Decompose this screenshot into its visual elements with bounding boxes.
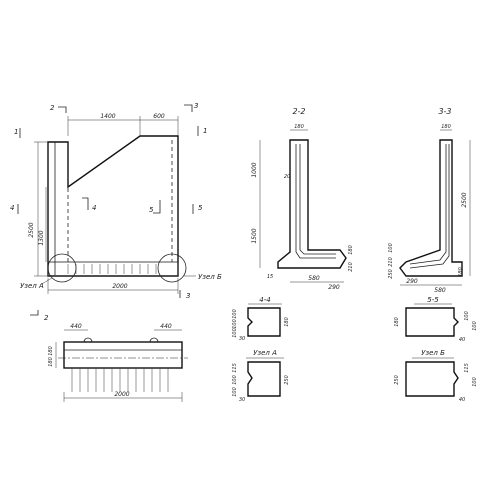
node-a-d3: 100 — [232, 375, 238, 385]
sec44-d5: 30 — [239, 336, 245, 342]
node-b-title: Узел Б — [421, 349, 445, 357]
node-b-outline — [405, 361, 459, 397]
section-3-3: 3-3 180 2500 100 210 250 180 290 580 — [388, 107, 471, 294]
plan-dim-h1: 180 — [48, 346, 54, 356]
sec22-d-bot1: 180 — [348, 245, 354, 255]
front-view: 1400 600 2500 1300 2000 2 3 1 1 4 4 5 5 … — [10, 102, 222, 300]
plan-dim-right: 440 — [160, 323, 172, 330]
cut-label-3-bottom: 3 — [186, 292, 190, 300]
sec33-d-top: 180 — [441, 124, 451, 130]
sec22-d-l: 580 — [308, 275, 320, 282]
dim-bottom: 2000 — [112, 283, 127, 290]
plan-outline — [63, 341, 183, 369]
sec44-d1: 180 — [284, 317, 290, 327]
dim-top-right: 600 — [153, 113, 165, 120]
dim-top-left: 1400 — [100, 113, 115, 120]
section-2-2: 2-2 180 1000 20 1500 180 210 15 580 290 — [251, 107, 354, 291]
plan-view: 2 440 440 180 180 2000 — [30, 310, 188, 402]
cut-label-2: 2 — [50, 104, 55, 112]
sec33-d-l: 290 — [406, 278, 418, 285]
sec33-title: 3-3 — [438, 107, 451, 116]
section-4-4: 4-4 180 100 100 100 30 — [232, 296, 290, 342]
plan-loop-right — [149, 337, 159, 343]
node-b-d4: 40 — [459, 397, 465, 403]
sec22-d-h1: 1000 — [251, 162, 258, 177]
section-5-5: 5-5 180 100 100 40 — [394, 296, 478, 343]
node-a-d2: 115 — [232, 363, 238, 373]
cut-label-1-left: 1 — [14, 128, 18, 136]
sec22-outline — [277, 139, 347, 269]
sec33-rebar — [409, 144, 447, 265]
node-a-d1: 250 — [284, 375, 290, 385]
node-a-title: Узел А — [253, 349, 277, 357]
node-b-circle — [157, 253, 187, 283]
sec44-outline — [247, 307, 281, 337]
cut-label-3: 3 — [194, 102, 198, 110]
sec22-d-small: 20 — [284, 174, 290, 180]
sec33-rebar-2 — [409, 144, 450, 269]
node-a-d5: 30 — [239, 397, 245, 403]
sec44-d4: 100 — [232, 328, 238, 338]
sec55-d1: 180 — [394, 317, 400, 327]
sec33-d-c: 250 — [388, 269, 394, 279]
node-a-circle — [47, 253, 77, 283]
plan-dim-bottom: 2000 — [114, 391, 129, 398]
dim-height: 2500 — [28, 222, 35, 237]
plan-loop-left — [83, 337, 93, 343]
sec55-outline — [405, 307, 459, 337]
node-b-d1: 250 — [394, 375, 400, 385]
node-a-leader — [39, 277, 53, 286]
sec33-d-d: 180 — [458, 267, 464, 277]
sec55-title: 5-5 — [427, 296, 439, 304]
sec33-d-h: 2500 — [461, 192, 468, 207]
cut-label-1-right: 1 — [203, 127, 207, 135]
node-b-label: Узел Б — [198, 273, 222, 281]
plan-cut-label: 2 — [44, 314, 49, 322]
dim-height-inner: 1300 — [38, 230, 45, 245]
plan-bars — [71, 368, 169, 392]
sec22-d-r: 290 — [328, 284, 340, 291]
sec33-d-b: 210 — [388, 257, 394, 267]
cut-mark-3 — [184, 104, 193, 112]
plan-dim-h2: 180 — [48, 357, 54, 367]
sec22-d-h2: 1500 — [251, 228, 258, 243]
sec33-d-r: 580 — [434, 287, 446, 294]
sec33-outline — [399, 139, 463, 277]
cut-mark-5-left — [153, 200, 161, 214]
sec22-rebar — [295, 144, 336, 259]
sec55-d3: 100 — [472, 321, 478, 331]
sec44-d3: 100 — [232, 319, 238, 329]
node-a-label: Узел А — [20, 282, 44, 290]
sec22-d-bot2: 210 — [348, 262, 354, 272]
cut-label-5-right: 5 — [198, 204, 203, 212]
sec55-d4: 40 — [459, 337, 465, 343]
node-b-d3: 100 — [472, 377, 478, 387]
sec22-d-top: 180 — [294, 124, 304, 130]
base-ribs — [67, 264, 157, 274]
cut-label-5-left: 5 — [149, 206, 154, 214]
node-a-detail: Узел А 250 115 100 100 30 — [232, 349, 290, 403]
node-a-outline — [247, 361, 281, 397]
sec44-d2: 100 — [232, 309, 238, 319]
sec22-rebar-2 — [299, 144, 336, 255]
cut-mark-2 — [58, 106, 67, 113]
sec22-d-15: 15 — [267, 274, 273, 280]
cut-mark-4-right — [82, 197, 89, 210]
cut-label-4-left: 4 — [10, 204, 14, 212]
cut-label-4-right: 4 — [92, 204, 96, 212]
plan-dim-left: 440 — [70, 323, 82, 330]
node-b-d2: 115 — [464, 363, 470, 373]
sec33-d-a: 100 — [388, 243, 394, 253]
sec55-d2: 100 — [464, 311, 470, 321]
plan-cut-mark — [30, 310, 39, 316]
node-a-d4: 100 — [232, 387, 238, 397]
sec22-title: 2-2 — [292, 107, 305, 116]
node-b-detail: Узел Б 250 115 100 40 — [394, 349, 478, 403]
sec44-title: 4-4 — [259, 296, 270, 304]
